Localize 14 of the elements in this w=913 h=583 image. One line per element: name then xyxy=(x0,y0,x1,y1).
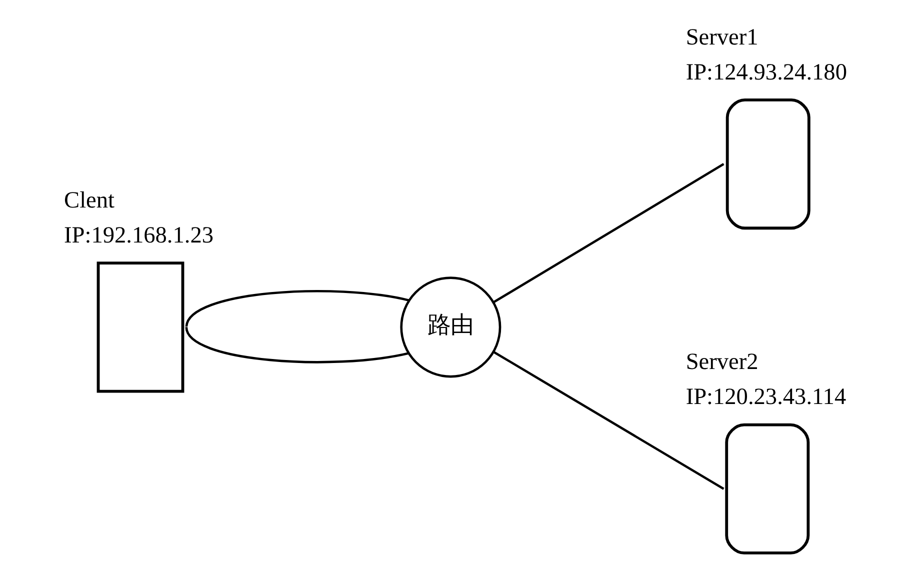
connector xyxy=(185,326,408,364)
node-label: Server2 xyxy=(686,349,758,376)
node-box xyxy=(96,262,184,393)
node-box xyxy=(725,423,810,554)
node-box xyxy=(726,98,810,230)
connector xyxy=(493,351,724,490)
node-label: IP:120.23.43.114 xyxy=(686,384,846,410)
node-label: IP:124.93.24.180 xyxy=(686,59,847,86)
node-label: IP:192.168.1.23 xyxy=(64,222,214,248)
node-circle: 路由 xyxy=(400,276,502,378)
connector xyxy=(185,290,410,328)
node-label: Clent xyxy=(64,187,115,214)
node-label: Server1 xyxy=(686,24,758,50)
connector xyxy=(493,163,724,304)
